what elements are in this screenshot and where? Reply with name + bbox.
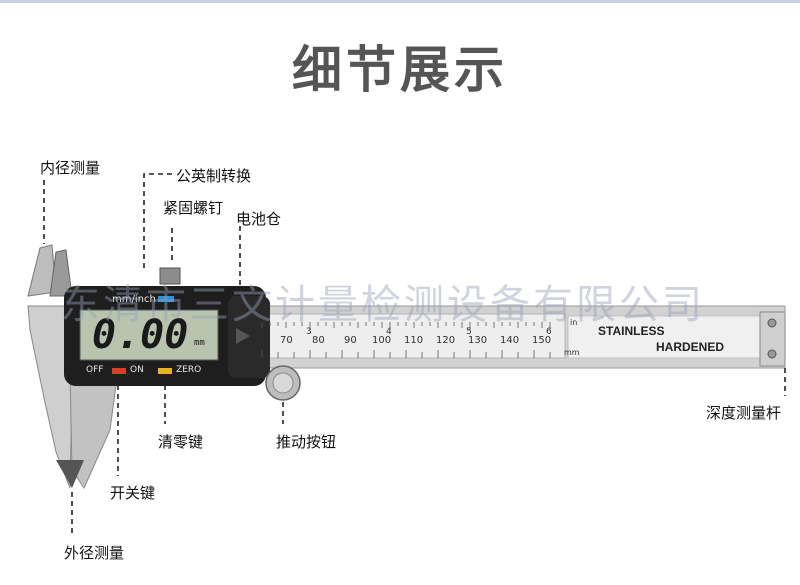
company-watermark: 东清市三文计量检测设备有限公司 — [60, 282, 705, 328]
label-zero-key: 清零键 — [158, 433, 204, 451]
mm-tick-label: 150 — [532, 335, 552, 346]
mm-tick-label: 130 — [468, 335, 488, 346]
mm-tick-label: 70 — [280, 335, 293, 346]
zero-key[interactable] — [158, 368, 172, 374]
label-battery: 电池仓 — [236, 210, 282, 228]
label-depth-rod: 深度测量杆 — [706, 404, 782, 422]
power-on-label: ON — [130, 365, 144, 375]
label-thumb-wheel: 推动按钮 — [276, 433, 337, 451]
inner-jaw-fixed — [27, 244, 57, 297]
thumb-wheel-center — [272, 372, 294, 394]
inch-tick-label: 4 — [386, 327, 392, 337]
mm-tick-label: 90 — [344, 335, 357, 346]
mm-tick-label: 110 — [404, 335, 424, 346]
beam-stamp-stainless: STAINLESS — [598, 324, 665, 338]
scale-inch-unit: in — [570, 318, 578, 327]
scale-mm-unit: mm — [564, 348, 580, 357]
unit-key[interactable] — [158, 296, 174, 302]
screw-icon — [767, 349, 777, 359]
inch-tick-label: 6 — [546, 327, 552, 337]
power-off-label: OFF — [86, 365, 104, 375]
label-unit-switch: 公英制转换 — [176, 167, 252, 185]
power-key[interactable] — [112, 368, 126, 374]
scale-strip — [254, 313, 566, 359]
lock-screw[interactable] — [159, 267, 181, 285]
screw-icon — [767, 318, 777, 328]
display-unit: mm — [194, 338, 205, 348]
stamp-plate — [567, 315, 764, 359]
battery-arrow-icon — [236, 328, 250, 344]
beam-stamp-hardened: HARDENED — [656, 340, 725, 354]
scale-ticks — [261, 322, 551, 358]
unit-toggle-label: mm/inch — [112, 294, 156, 305]
label-power-key: 开关键 — [110, 484, 156, 502]
battery-compartment — [228, 296, 270, 378]
jaw-tip — [56, 460, 84, 488]
label-lock-screw: 紧固螺钉 — [163, 199, 224, 217]
leader-lines — [43, 173, 786, 536]
page-title: 细节展示 — [292, 41, 508, 99]
mm-tick-label: 80 — [312, 335, 325, 346]
label-inner-jaw: 内径测量 — [40, 159, 101, 177]
zero-label: ZERO — [176, 365, 202, 375]
lcd-screen — [79, 309, 219, 361]
mm-tick-label: 140 — [500, 335, 520, 346]
mm-tick-label: 100 — [372, 335, 392, 346]
inch-tick-label: 5 — [466, 327, 472, 337]
inch-tick-label: 3 — [306, 327, 312, 337]
label-outer-jaw: 外径测量 — [64, 544, 125, 562]
display-readout: 0.00 — [92, 312, 189, 358]
top-divider — [0, 0, 800, 3]
mm-tick-label: 120 — [436, 335, 456, 346]
